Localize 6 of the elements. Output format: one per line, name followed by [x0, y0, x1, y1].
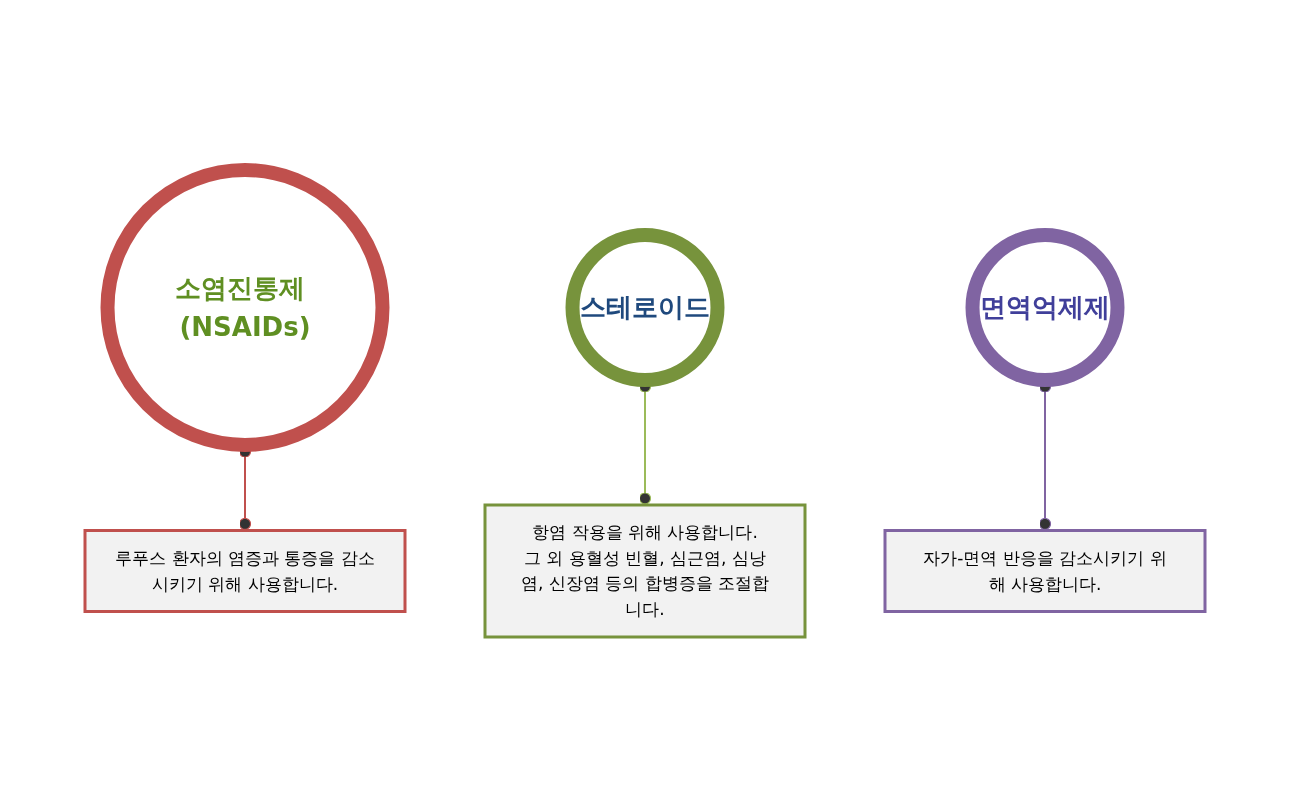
node-box: 항염 작용을 위해 사용합니다. 그 외 용혈성 빈혈, 심근염, 심낭염, 신장염 등의 합병증을 조절합니다.	[483, 503, 806, 639]
node-circle: 스테로이드	[565, 228, 724, 387]
node-box: 루푸스 환자의 염증과 통증을 감소시키기 위해 사용합니다.	[83, 529, 406, 613]
node-circle: 소염진통제 (NSAIDs)	[100, 163, 389, 452]
node-box: 자가-면역 반응을 감소시키기 위해 사용합니다.	[883, 529, 1206, 613]
node-circle: 면역억제제	[965, 228, 1124, 387]
